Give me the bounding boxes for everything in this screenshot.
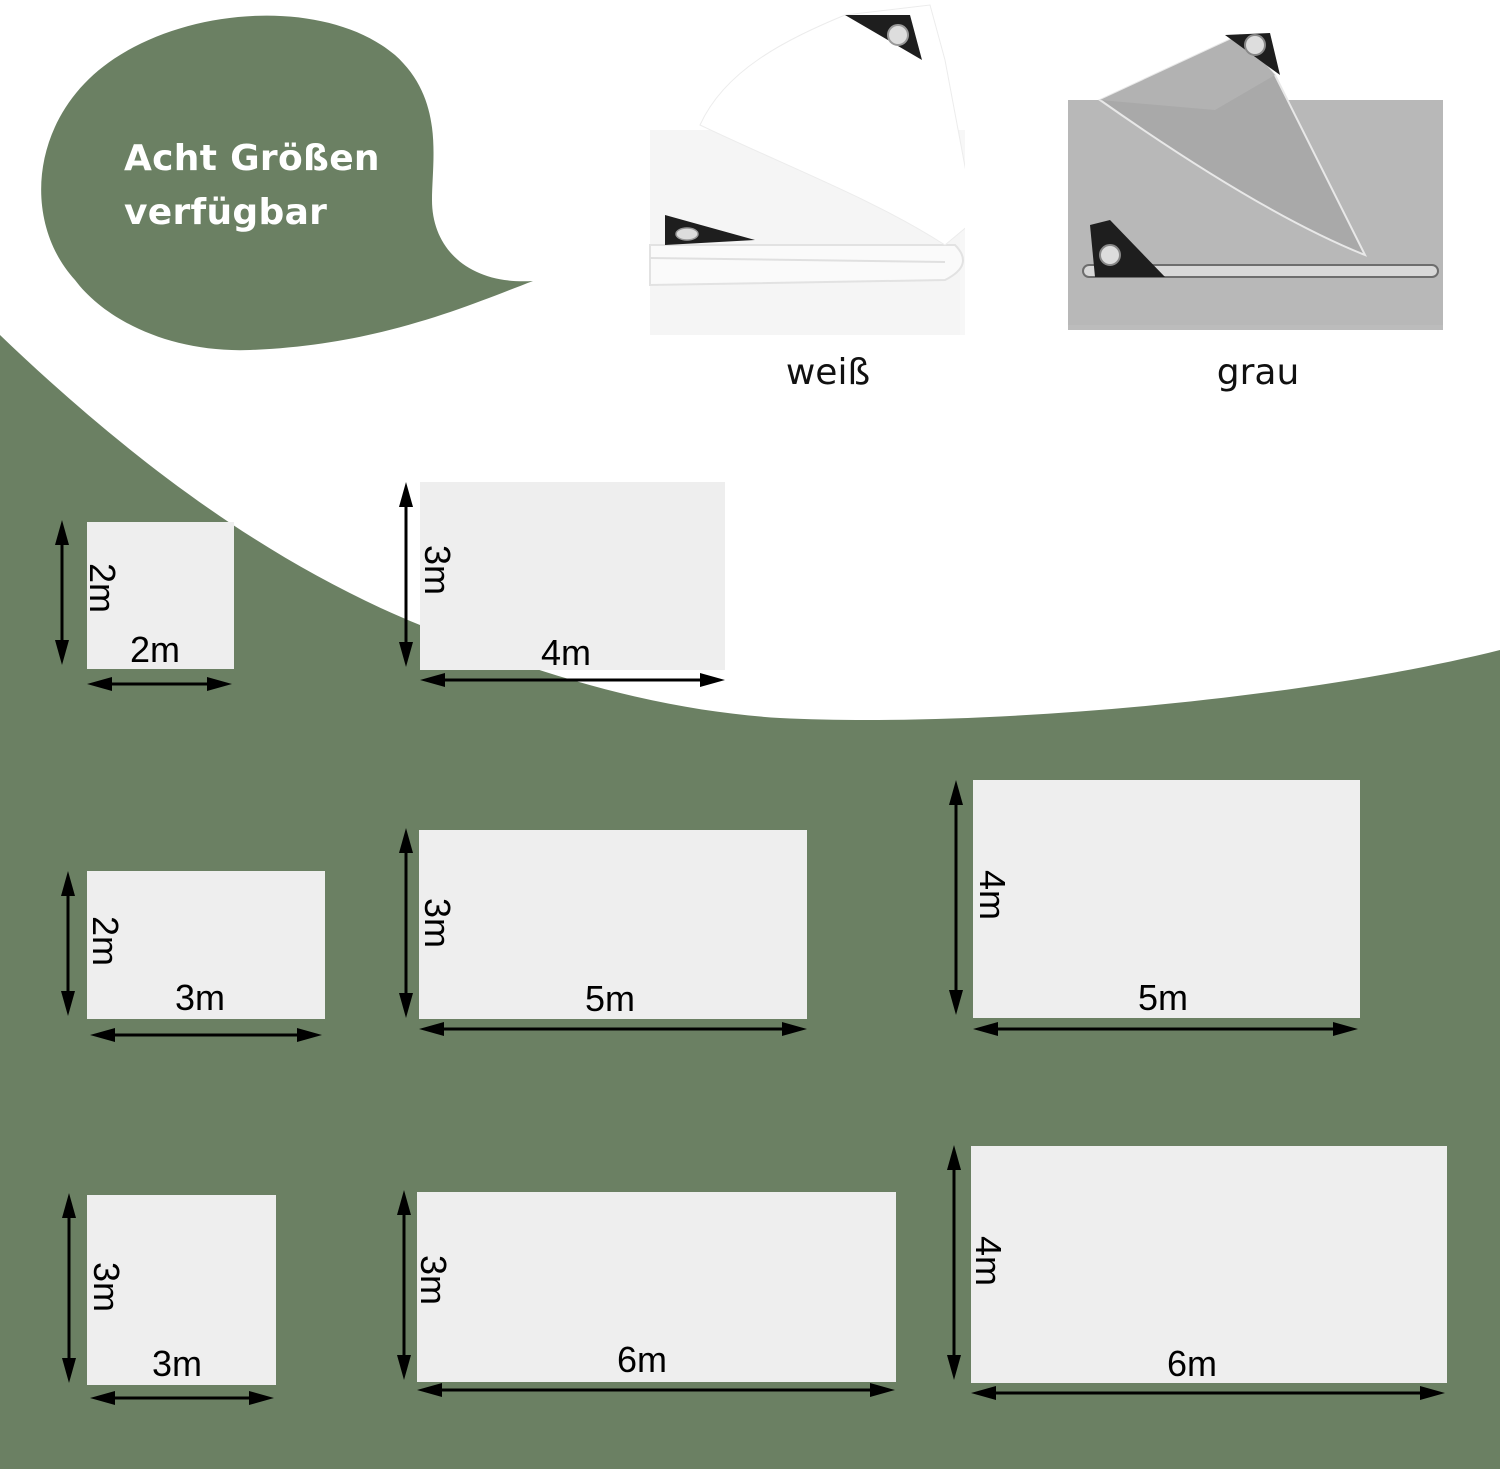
color-label-grey: grau: [1216, 352, 1300, 393]
tarp-rect: [971, 1146, 1447, 1383]
headline: Acht Größen verfügbar: [124, 132, 380, 240]
height-arrow-icon: [399, 482, 413, 667]
tarp-rect: [87, 1195, 276, 1385]
width-arrow-icon: [971, 1386, 1445, 1400]
headline-line-1: Acht Größen: [124, 138, 380, 179]
width-arrow-icon: [87, 677, 232, 691]
tarp-rect: [87, 871, 325, 1019]
headline-line-2: verfügbar: [124, 192, 328, 233]
width-arrow-icon: [90, 1028, 322, 1042]
width-label: 3m: [152, 1343, 203, 1384]
height-arrow-icon: [949, 780, 963, 1015]
height-arrow-icon: [947, 1145, 961, 1380]
color-label-white: weiß: [785, 352, 871, 393]
width-label: 6m: [1167, 1343, 1218, 1384]
height-label: 4m: [968, 1236, 1009, 1287]
height-arrow-icon: [55, 520, 69, 665]
width-arrow-icon: [419, 1022, 807, 1036]
white-tarp-image: [649, 4, 965, 335]
speech-bubble: [41, 15, 534, 351]
height-arrow-icon: [399, 828, 413, 1018]
tarp-rect: [417, 1192, 896, 1382]
width-label: 4m: [541, 632, 592, 673]
grey-tarp-image: [1068, 33, 1443, 330]
height-label: 3m: [417, 545, 458, 596]
height-arrow-icon: [397, 1190, 411, 1380]
width-arrow-icon: [417, 1383, 895, 1397]
height-label: 2m: [82, 563, 123, 614]
height-label: 4m: [972, 870, 1013, 921]
tarp-rect: [87, 522, 234, 669]
height-label: 3m: [86, 1262, 127, 1313]
tarp-rect: [419, 830, 807, 1019]
width-label: 2m: [130, 629, 181, 670]
width-label: 3m: [175, 977, 226, 1018]
height-label: 2m: [85, 916, 126, 967]
tarp-rect: [973, 780, 1360, 1018]
height-arrow-icon: [61, 871, 75, 1016]
height-label: 3m: [417, 898, 458, 949]
width-label: 6m: [617, 1339, 668, 1380]
height-label: 3m: [413, 1255, 454, 1306]
width-label: 5m: [1138, 977, 1189, 1018]
width-arrow-icon: [90, 1391, 274, 1405]
width-label: 5m: [585, 978, 636, 1019]
tarp-rect: [420, 482, 725, 670]
width-arrow-icon: [973, 1022, 1358, 1036]
height-arrow-icon: [62, 1193, 76, 1383]
width-arrow-icon: [420, 673, 725, 687]
